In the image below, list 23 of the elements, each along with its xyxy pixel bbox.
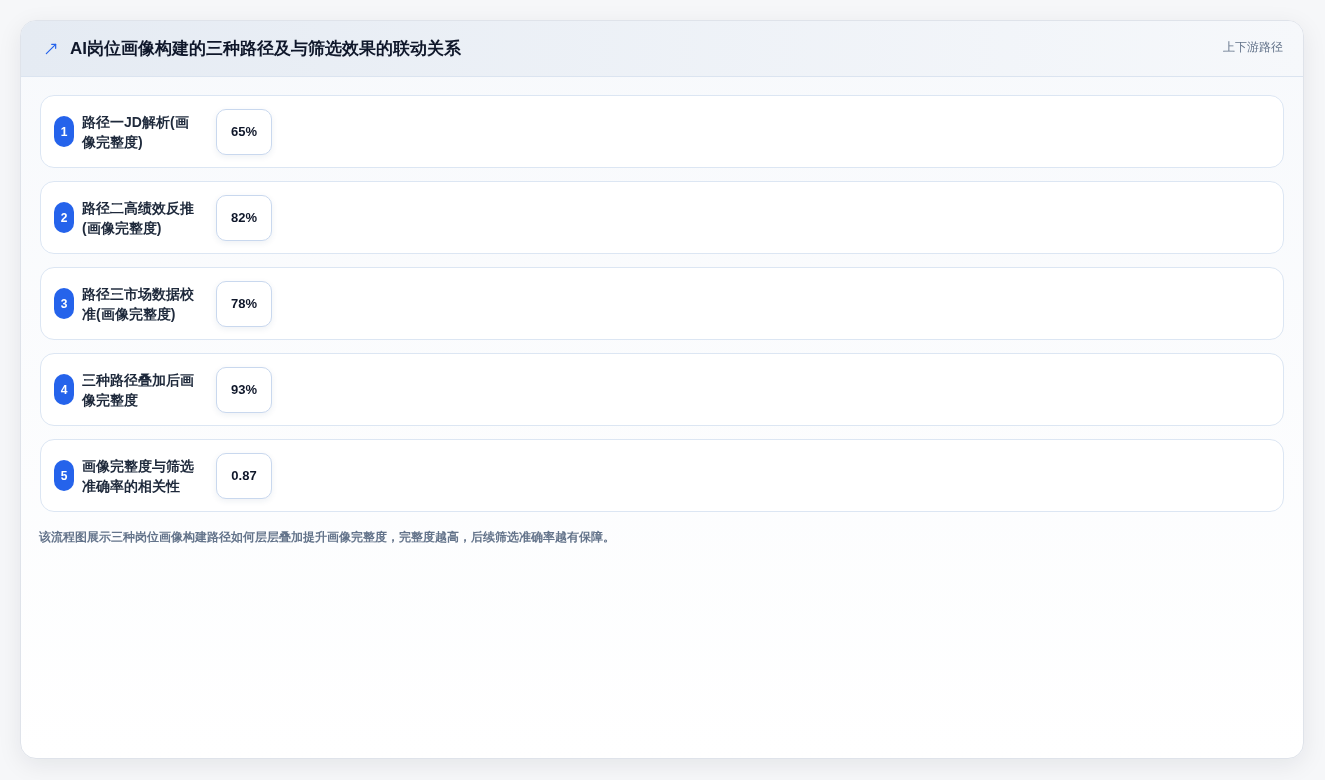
step-row	[40, 181, 1284, 254]
caption: 该流程图展示三种岗位画像构建路径如何层层叠加提升画像完整度，完整度越高，后续筛选准确率越有保障。	[39, 529, 616, 546]
step-label: 画像完整度与筛选准确率的相关性	[82, 456, 195, 496]
number-badge: 5	[54, 460, 74, 491]
value-box: 82%	[216, 194, 272, 241]
step-row	[40, 353, 1284, 426]
step-label: 路径二高绩效反推(画像完整度)	[82, 198, 195, 238]
value-box: 93%	[216, 366, 272, 413]
step-row	[40, 95, 1284, 168]
title: AI岗位画像构建的三种路径及与筛选效果的联动关系	[70, 37, 461, 60]
step-label: 路径三市场数据校准(画像完整度)	[82, 284, 195, 324]
step-row	[40, 267, 1284, 340]
value-box: 78%	[216, 280, 272, 327]
number-badge: 1	[54, 116, 74, 147]
step-row	[40, 439, 1284, 512]
value-box: 0.87	[216, 452, 272, 499]
step-label: 路径一JD解析(画像完整度)	[82, 112, 190, 152]
number-badge: 2	[54, 202, 74, 233]
value-box: 65%	[216, 108, 272, 155]
number-badge: 4	[54, 374, 74, 405]
step-label: 三种路径叠加后画像完整度	[82, 370, 195, 410]
number-badge: 3	[54, 288, 74, 319]
tag-label: 上下游路径	[1223, 39, 1283, 56]
